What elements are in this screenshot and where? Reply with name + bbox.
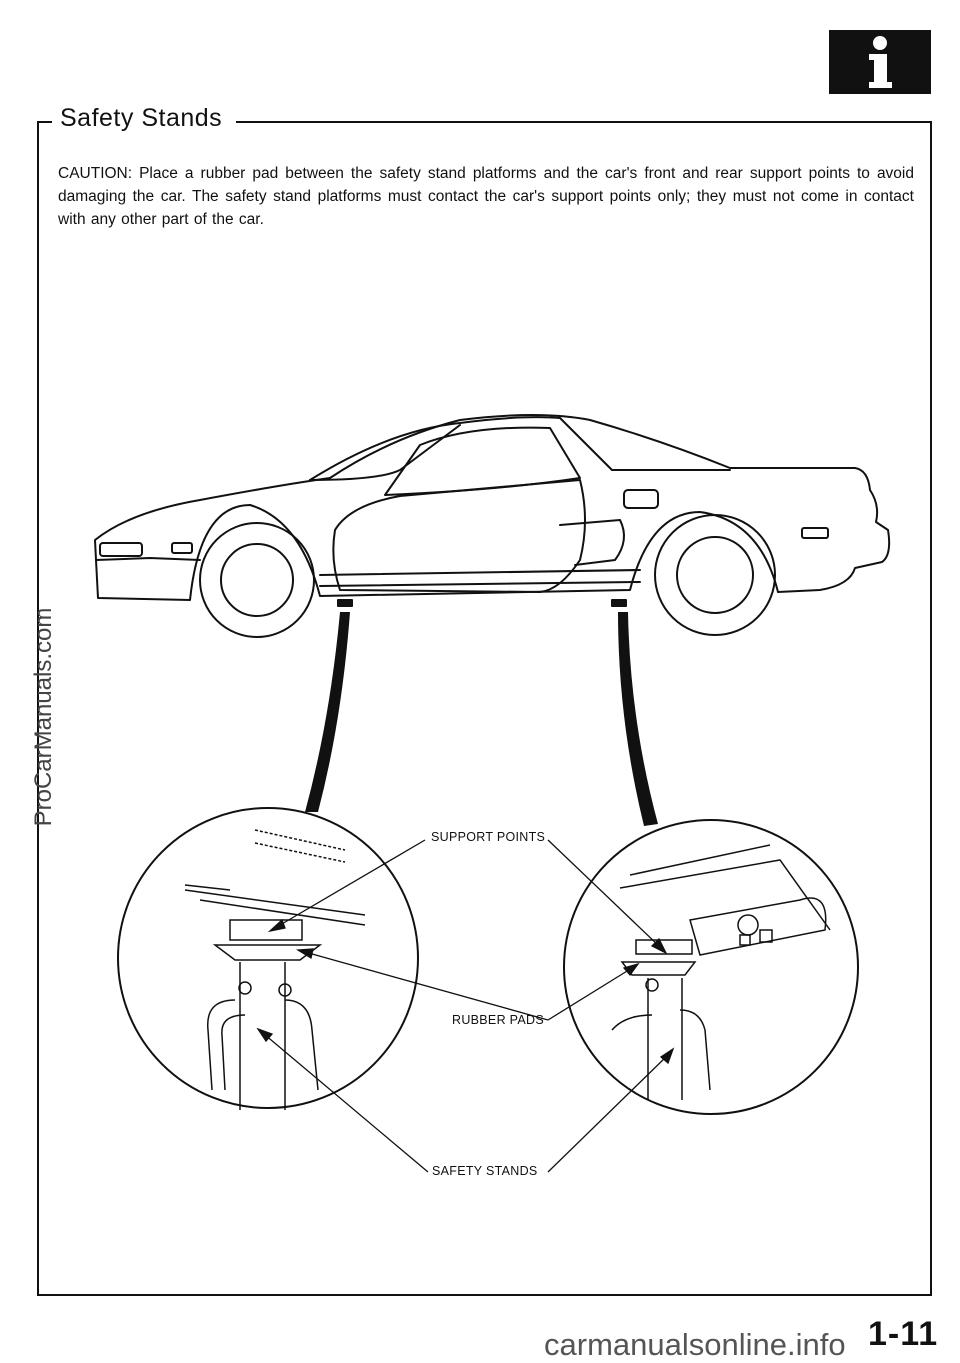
rear-wheel: [654, 514, 776, 636]
car-side-intake: [559, 519, 625, 566]
label-safety-stands: SAFETY STANDS: [432, 1164, 538, 1178]
car-windshield: [309, 424, 461, 481]
front-connector-band: [305, 612, 350, 812]
car-rocker: [319, 569, 641, 576]
front-wheel: [199, 522, 315, 638]
front-stand-post: [239, 962, 286, 1110]
rear-stand-post: [647, 978, 683, 1100]
label-support-points: SUPPORT POINTS: [431, 830, 546, 844]
car-foglight: [99, 542, 143, 557]
section-title: Safety Stands: [60, 104, 223, 132]
car-rocker-lower: [319, 581, 641, 587]
front-support-point: [337, 599, 353, 607]
frame-left: [37, 121, 39, 1296]
frame-right: [930, 121, 932, 1296]
rear-detail-chassis: [619, 844, 831, 931]
page-number: 1-11: [868, 1315, 939, 1353]
car-roof: [309, 416, 731, 481]
front-rubber-pad: [229, 919, 303, 941]
rear-wheel-rim: [676, 536, 754, 614]
car-fuel-door: [623, 489, 659, 509]
frame-top-right: [236, 121, 932, 123]
rear-detail-circle: [563, 819, 859, 1115]
watermark-text: ProCarManuals.com: [30, 607, 57, 827]
front-detail-circle: [117, 807, 419, 1109]
rear-support-point: [611, 599, 627, 607]
caution-text: CAUTION: Place a rubber pad between the …: [58, 165, 914, 228]
car-front-bumper: [95, 557, 201, 561]
rear-detail-bracket: [689, 897, 827, 956]
frame-top-left: [37, 121, 52, 123]
label-rubber-pads: RUBBER PADS: [452, 1013, 544, 1027]
rear-rubber-pad: [635, 939, 693, 955]
rear-connector-band: [618, 612, 658, 826]
front-wheel-rim: [220, 543, 294, 617]
car-marker-rear: [801, 527, 829, 539]
footer-site-text: carmanualsonline.info: [544, 1327, 846, 1362]
front-detail-chassis: [184, 884, 366, 926]
car-marker-front: [171, 542, 193, 554]
front-stand-saddle: [212, 944, 323, 961]
frame-bottom: [37, 1294, 932, 1296]
car-side-window: [384, 426, 581, 496]
info-icon: [829, 30, 931, 94]
rear-stand-legs: [611, 1009, 711, 1091]
car-door: [332, 479, 586, 593]
front-stand-legs: [207, 999, 319, 1091]
car-body: [94, 414, 891, 601]
